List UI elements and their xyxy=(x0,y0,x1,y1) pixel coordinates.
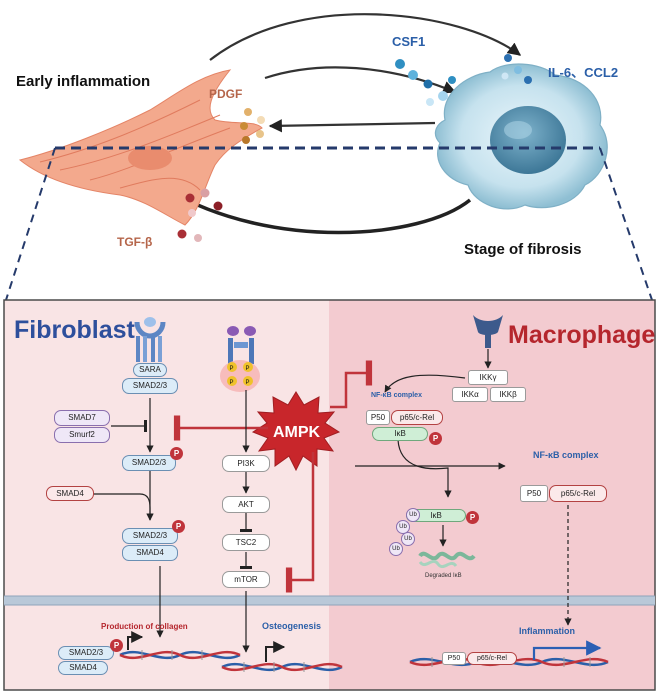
macrophage-cell-image xyxy=(434,63,608,210)
smad23-p-box: SMAD2/3 xyxy=(122,455,176,471)
early-inflammation-label: Early inflammation xyxy=(16,73,150,90)
dna-p50-box: P50 xyxy=(442,652,466,665)
complex-smad4-box: SMAD4 xyxy=(122,545,178,561)
csf1-label: CSF1 xyxy=(392,34,425,49)
nucleus-membrane xyxy=(4,596,655,605)
pdgf-label: PDGF xyxy=(209,87,242,101)
smad7-box: SMAD7 xyxy=(54,410,110,426)
complex-smad23-box: SMAD2/3 xyxy=(122,528,178,544)
ub-icon-2: Ub xyxy=(396,520,410,534)
pdgf-dots xyxy=(240,108,265,144)
ikka-box: IKKα xyxy=(452,387,488,402)
svg-text:P: P xyxy=(246,366,250,372)
il6-dots xyxy=(501,54,532,84)
panel-border xyxy=(3,299,656,691)
dna-osteogenesis xyxy=(221,641,343,672)
fibroblast-title: Fibroblast xyxy=(14,316,136,344)
osteogenesis-label: Osteogenesis xyxy=(262,621,321,631)
p65-crel-free-box: p65/c-Rel xyxy=(549,485,607,502)
dna-p65-box: p65/c-Rel xyxy=(467,652,517,665)
phospho-dna-icon: P xyxy=(110,639,123,652)
svg-text:P: P xyxy=(230,380,234,386)
degraded-ikb-icon xyxy=(418,551,476,569)
nfkb-complex-small-label: NF-κB complex xyxy=(371,392,422,399)
pdgf-arrow xyxy=(268,119,436,133)
tgfb-label: TGF-β xyxy=(117,235,152,249)
akt-box: AKT xyxy=(222,496,270,513)
arc-il6-arrow xyxy=(209,13,522,61)
phospho-receptor-icons: P P P P xyxy=(227,362,253,386)
degraded-ikb-label: Degraded IκB xyxy=(425,573,462,579)
svg-text:P: P xyxy=(246,380,250,386)
p50-box: P50 xyxy=(366,410,390,425)
csf1-dots xyxy=(395,59,456,106)
smurf2-box: Smurf2 xyxy=(54,427,110,443)
inflammation-label: Inflammation xyxy=(519,626,575,636)
phospho-ikb-ub-icon: P xyxy=(466,511,479,524)
svg-text:P: P xyxy=(230,366,234,372)
stage-of-fibrosis-label: Stage of fibrosis xyxy=(464,241,582,258)
sara-box: SARA xyxy=(133,363,167,377)
ampk-burst xyxy=(251,391,341,472)
ikb-degrade-arrow xyxy=(397,439,452,498)
nfkb-complex-label: NF-κB complex xyxy=(533,450,599,460)
mtor-box: mTOR xyxy=(222,571,270,588)
ampk-inhibit-mtor xyxy=(285,452,315,593)
dna-fibroblast xyxy=(119,631,241,660)
production-collagen-label: Production of collagen xyxy=(101,622,188,631)
p50-free-box: P50 xyxy=(520,485,548,502)
arc-csf1-arrow xyxy=(264,66,457,94)
ikk-nfkb-arrow xyxy=(384,374,466,393)
il6-ccl2-label: IL-6、CCL2 xyxy=(548,65,618,80)
dna-smad4-box: SMAD4 xyxy=(58,661,108,675)
ikb-box: IκB xyxy=(372,427,428,441)
ub-icon-3: Ub xyxy=(401,532,415,546)
phospho-complex-icon: P xyxy=(172,520,185,533)
macrophage-title: Macrophage xyxy=(508,321,655,349)
ub-icon-1: Ub xyxy=(406,508,420,522)
phospho-ikb-icon: P xyxy=(429,432,442,445)
phospho-smad23-icon: P xyxy=(170,447,183,460)
ampk-inhibit-nfkb xyxy=(330,360,373,409)
ikkb-box: IKKβ xyxy=(490,387,526,402)
ikb-ub-box: IκB xyxy=(406,509,466,522)
tgfb-receptor-icon xyxy=(134,317,166,362)
ikkg-box: IKKγ xyxy=(468,370,508,385)
ub-icon-4: Ub xyxy=(389,542,403,556)
dna-smad23-box: SMAD2/3 xyxy=(58,646,114,660)
p65-crel-box: p65/c-Rel xyxy=(391,410,443,425)
tgfb-arrow xyxy=(166,188,472,235)
smad4-box: SMAD4 xyxy=(46,486,94,501)
pi3k-box: PI3K xyxy=(222,455,270,472)
zoom-left-line xyxy=(5,147,56,301)
zoom-right-line xyxy=(599,147,653,301)
ikk-receptor-icon xyxy=(473,315,503,348)
tgfb-dots xyxy=(177,188,223,242)
smad23-receptor-box: SMAD2/3 xyxy=(122,378,178,394)
tsc2-box: TSC2 xyxy=(222,534,270,551)
ampk-label: AMPK xyxy=(273,424,321,441)
